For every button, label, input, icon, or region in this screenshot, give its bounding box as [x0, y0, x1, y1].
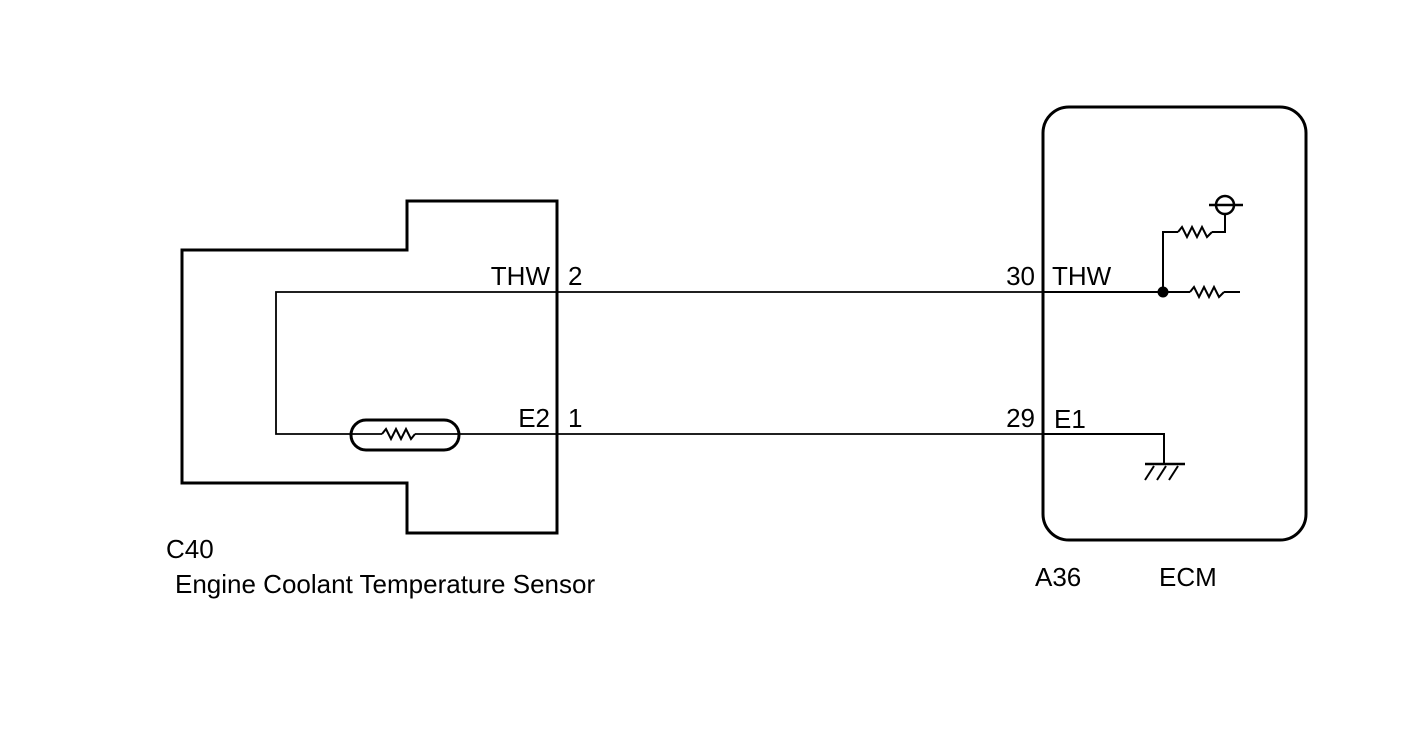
sensor-pin-e2-name: E2 [518, 403, 550, 433]
sensor-pin-thw-name: THW [491, 261, 551, 291]
sensor-pin-e2-number: 1 [568, 403, 582, 433]
sensor-body-outline [180, 199, 559, 535]
pullup-resistor-icon [1177, 224, 1213, 240]
resistor-icon [1189, 284, 1240, 300]
ecm-pullup-wire [1162, 231, 1178, 292]
sensor-internal-wire [275, 291, 557, 435]
sensor-name-label: Engine Coolant Temperature Sensor [175, 569, 595, 599]
ecm-box-outline [1041, 105, 1308, 542]
ecm-name-label: ECM [1159, 562, 1217, 592]
thermistor-icon [349, 418, 461, 452]
ecm-pin-e1-number: 29 [1006, 403, 1035, 433]
sensor-pin-thw-number: 2 [568, 261, 582, 291]
sensor-connector-label: C40 [166, 534, 214, 564]
ecm-pin-e1-name: E1 [1054, 404, 1086, 434]
ecm-supply-wire [1212, 214, 1226, 233]
voltage-supply-icon [1209, 194, 1243, 216]
ground-icon [1144, 462, 1185, 481]
ecm-pin-thw-name: THW [1052, 261, 1112, 291]
ecm-e1-wire [1043, 433, 1165, 464]
ecm-connector-label: A36 [1035, 562, 1081, 592]
ecm-pin-thw-number: 30 [1006, 261, 1035, 291]
